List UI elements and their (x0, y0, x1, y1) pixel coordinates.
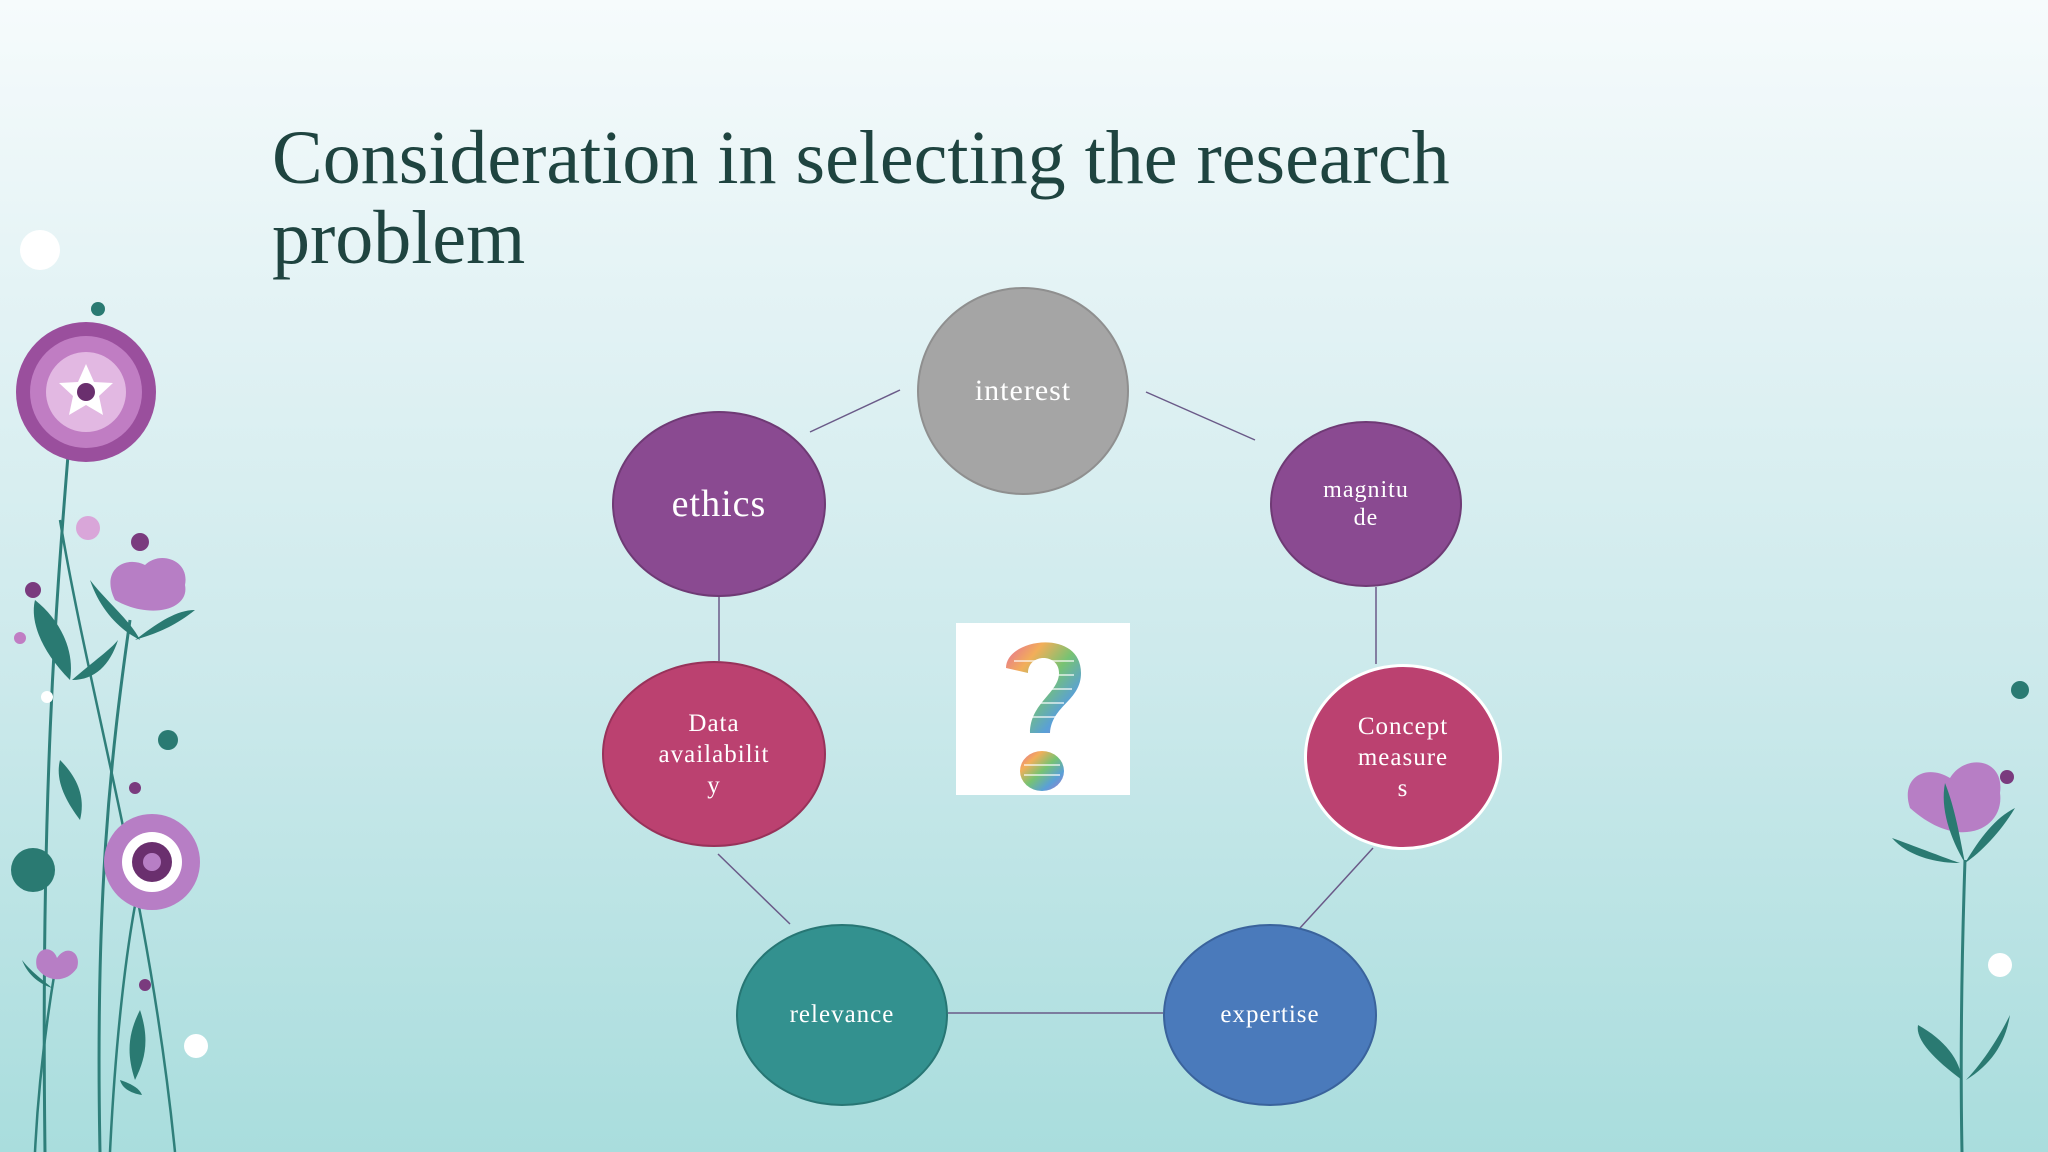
cycle-node-magnitude: magnitu de (1270, 421, 1462, 587)
cycle-node-label: interest (974, 374, 1072, 407)
cycle-node-data-availability: Data availabilit y (602, 661, 826, 847)
question-mark-icon (1006, 642, 1081, 791)
cycle-node-label: ethics (671, 483, 767, 525)
cycle-node-label: Concept measure s (1357, 712, 1449, 802)
cycle-node-ethics: ethics (612, 411, 826, 597)
cycle-node-label: Data availabilit y (658, 709, 770, 799)
cycle-node-relevance: relevance (736, 924, 948, 1106)
cycle-node-expertise: expertise (1163, 924, 1377, 1106)
cycle-node-concept-measures: Concept measure s (1304, 664, 1502, 850)
slide-title: Consideration in selecting the research … (272, 116, 1450, 280)
cycle-node-interest: interest (917, 287, 1129, 495)
cycle-node-label: relevance (789, 1001, 895, 1028)
cycle-node-label: expertise (1220, 1001, 1320, 1028)
question-mark-image (956, 623, 1130, 795)
cycle-node-label: magnitu de (1323, 477, 1409, 531)
